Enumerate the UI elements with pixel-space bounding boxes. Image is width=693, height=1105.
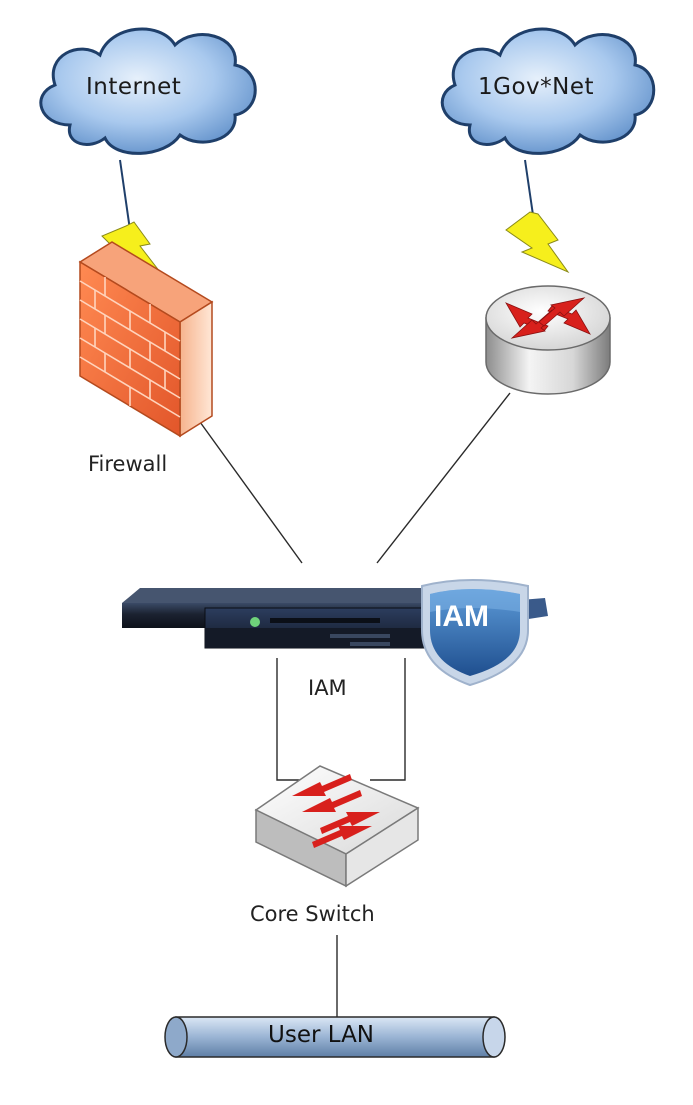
iam-server-icon	[122, 588, 548, 649]
iam-label: IAM	[308, 676, 347, 700]
link-iam-switch-right	[370, 658, 406, 781]
gov-net-label: 1Gov*Net	[478, 74, 595, 100]
lightning-gov-net-icon	[505, 159, 570, 274]
link-iam-switch-left	[276, 658, 308, 781]
router-icon	[485, 285, 611, 395]
link-firewall-iam	[199, 421, 303, 564]
firewall-icon	[78, 241, 214, 438]
connections	[199, 392, 511, 1018]
firewall-label: Firewall	[88, 452, 168, 476]
internet-cloud-icon	[39, 27, 257, 155]
iam-badge-label: IAM	[434, 600, 489, 633]
iam-shield-icon	[421, 579, 529, 687]
link-router-iam	[376, 392, 511, 564]
gov-net-cloud-icon	[440, 27, 656, 155]
internet-label: Internet	[86, 74, 182, 100]
core-switch-icon	[254, 765, 420, 888]
user-lan-pipe-icon	[164, 1016, 506, 1058]
user-lan-label: User LAN	[268, 1022, 375, 1048]
core-switch-label: Core Switch	[250, 902, 375, 926]
